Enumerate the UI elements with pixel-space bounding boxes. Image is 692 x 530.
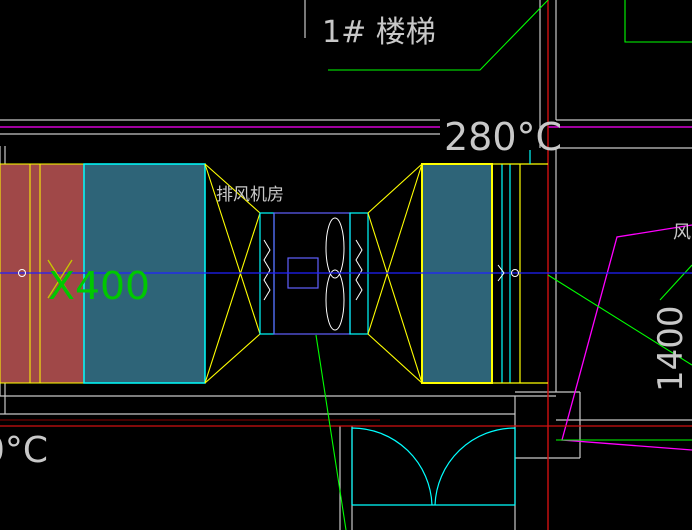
fan-room-label: 排风机房 [216,185,284,205]
door-swing [351,427,516,506]
label-right-partial: 风 [673,222,691,243]
damper-symbol [497,264,505,282]
duct-size-label: X400 [48,264,150,308]
temperature-label-left: 0°C [0,430,48,471]
fan-blade-lower [325,269,345,331]
flex-connector-left-zigzag [263,239,271,301]
centerline-marker-left [18,269,26,277]
centerline-marker-right [511,269,519,277]
transition-right [367,163,423,384]
green-leader-lines [315,0,692,530]
stair-label: 1# 楼梯 [322,15,436,50]
flex-connector-right-zigzag [355,239,363,301]
transition-left [204,163,261,384]
temperature-label-top: 280°C [444,115,562,159]
fan-blade-upper [325,217,345,279]
dimension-label-right: 1400 [651,305,691,392]
duct-size-x-mark [47,259,73,299]
magenta-lines [0,126,692,451]
